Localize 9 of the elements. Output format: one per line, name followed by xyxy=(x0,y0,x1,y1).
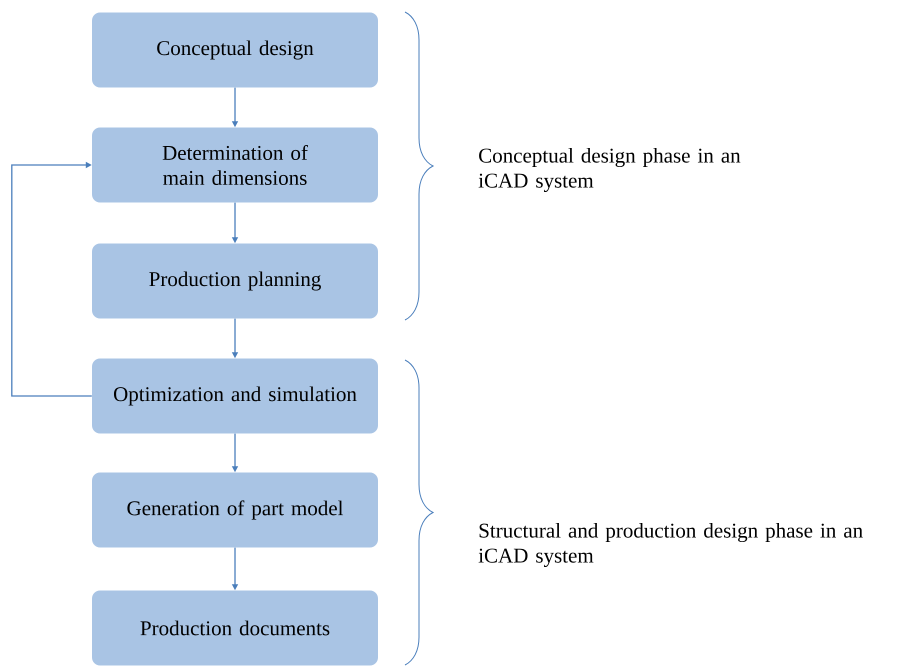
process-box: Production planning xyxy=(92,244,378,318)
arrow xyxy=(11,162,92,397)
process-box: Conceptual design xyxy=(92,12,378,88)
process-box: Optimization and simulation xyxy=(92,358,378,434)
phase-label: Conceptual design phase in an iCAD system xyxy=(478,148,740,192)
process-box: Determination of main dimensions xyxy=(92,128,378,202)
process-box: Production documents xyxy=(92,590,378,666)
phase-label: Structural and production design phase in an iCAD system xyxy=(478,522,863,568)
process-box: Generation of part model xyxy=(92,472,378,548)
